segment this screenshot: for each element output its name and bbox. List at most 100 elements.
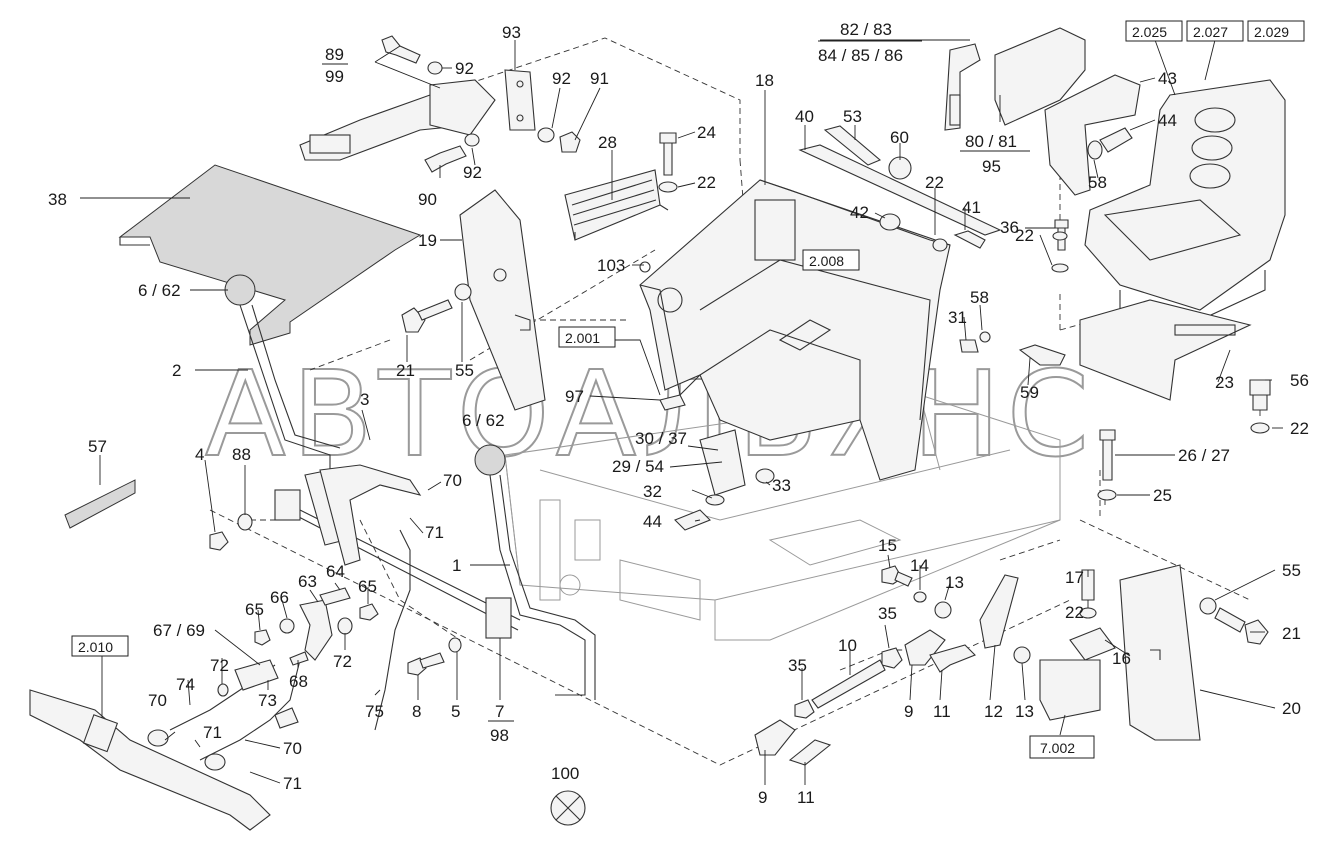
label-17: 17 [1065, 568, 1084, 587]
label-64: 64 [326, 562, 345, 581]
seat-belt [299, 79, 496, 161]
bracket-63 [217, 587, 379, 697]
label-70c: 70 [283, 739, 302, 758]
label-28: 28 [598, 133, 617, 152]
label-5: 5 [451, 702, 460, 721]
label-73: 73 [258, 691, 277, 710]
label-26-27: 26 / 27 [1178, 446, 1230, 465]
label-22e: 22 [1065, 603, 1084, 622]
side-panel-19 [459, 189, 546, 411]
label-95: 95 [982, 157, 1001, 176]
label-18: 18 [755, 71, 774, 90]
ref-box-2-027[interactable]: 2.027 [1186, 20, 1244, 42]
floor-mat [118, 164, 422, 346]
lever-1 [474, 444, 596, 700]
label-99: 99 [325, 67, 344, 86]
label-1: 1 [452, 556, 461, 575]
label-11b: 11 [797, 788, 815, 807]
ref-box-2-029[interactable]: 2.029 [1247, 20, 1305, 42]
label-30-37: 30 / 37 [635, 429, 687, 448]
label-12: 12 [984, 702, 1003, 721]
seat [1084, 79, 1286, 321]
label-55a: 55 [455, 361, 474, 380]
label-67-69: 67 / 69 [153, 621, 205, 640]
side-panel-20 [1119, 564, 1201, 741]
label-97: 97 [565, 387, 584, 406]
label-22b: 22 [925, 173, 944, 192]
label-14: 14 [910, 556, 929, 575]
label-71a: 71 [425, 523, 444, 542]
ref-box-7-002[interactable]: 7.002 [1029, 735, 1095, 759]
armrest-parts [944, 27, 1141, 196]
ref-box-2-008[interactable]: 2.008 [802, 249, 860, 271]
seat-frame [639, 179, 951, 481]
bolt-24 [658, 132, 678, 193]
label-44a: 44 [1158, 111, 1177, 130]
label-25: 25 [1153, 486, 1172, 505]
label-72b: 72 [333, 652, 352, 671]
svg-text:2.027: 2.027 [1193, 24, 1228, 40]
label-80-81: 80 / 81 [965, 132, 1017, 151]
label-89: 89 [325, 45, 344, 64]
part-labels: 89 99 92 93 92 91 90 92 38 28 24 22 18 4… [48, 20, 1309, 807]
label-9a: 9 [904, 702, 913, 721]
leader-lines [80, 39, 1283, 785]
label-35a: 35 [878, 604, 897, 623]
label-15: 15 [878, 536, 897, 555]
label-98: 98 [490, 726, 509, 745]
label-4: 4 [195, 445, 204, 464]
label-40: 40 [795, 107, 814, 126]
label-36: 36 [1000, 218, 1019, 237]
seat-rail [1079, 299, 1252, 401]
label-71c: 71 [283, 774, 302, 793]
label-91: 91 [590, 69, 609, 88]
label-65b: 65 [358, 577, 377, 596]
label-21b: 21 [1282, 624, 1301, 643]
label-90: 90 [418, 190, 437, 209]
label-16: 16 [1112, 649, 1131, 668]
label-84-85-86: 84 / 85 / 86 [818, 46, 903, 65]
label-13b: 13 [1015, 702, 1034, 721]
label-41: 41 [962, 198, 981, 217]
label-29-54: 29 / 54 [612, 457, 664, 476]
label-66: 66 [270, 588, 289, 607]
label-21a: 21 [396, 361, 415, 380]
label-92a: 92 [455, 59, 474, 78]
label-58b: 58 [970, 288, 989, 307]
svg-text:2.001: 2.001 [565, 330, 600, 346]
label-71b: 71 [203, 723, 222, 742]
top-bar-parts [798, 125, 1002, 252]
label-59: 59 [1020, 383, 1039, 402]
bolt-8-washer-5 [407, 637, 462, 676]
label-88: 88 [232, 445, 251, 464]
label-35b: 35 [788, 656, 807, 675]
label-33: 33 [772, 476, 791, 495]
label-56: 56 [1290, 371, 1309, 390]
svg-text:2.010: 2.010 [78, 639, 113, 655]
label-22d: 22 [1290, 419, 1309, 438]
ref-box-2-010[interactable]: 2.010 [71, 635, 129, 657]
label-70a: 70 [443, 471, 462, 490]
label-103: 103 [597, 256, 625, 275]
parts-31-58-59 [959, 331, 1066, 366]
ref-box-2-025[interactable]: 2.025 [1125, 20, 1183, 42]
label-13a: 13 [945, 573, 964, 592]
svg-text:2.029: 2.029 [1254, 24, 1289, 40]
ref-box-2-001[interactable]: 2.001 [558, 326, 616, 348]
label-38: 38 [48, 190, 67, 209]
svg-text:2.025: 2.025 [1132, 24, 1167, 40]
label-55b: 55 [1282, 561, 1301, 580]
label-22a: 22 [697, 173, 716, 192]
label-82-83: 82 / 83 [840, 20, 892, 39]
bolt-21-upper [401, 283, 472, 333]
nut-4-washer-88 [209, 513, 253, 551]
label-8: 8 [412, 702, 421, 721]
label-20: 20 [1282, 699, 1301, 718]
belt-bracket [504, 69, 536, 131]
label-42: 42 [850, 203, 869, 222]
cable-assembly [29, 659, 301, 831]
label-10: 10 [838, 636, 857, 655]
label-43: 43 [1158, 69, 1177, 88]
label-72a: 72 [210, 656, 229, 675]
